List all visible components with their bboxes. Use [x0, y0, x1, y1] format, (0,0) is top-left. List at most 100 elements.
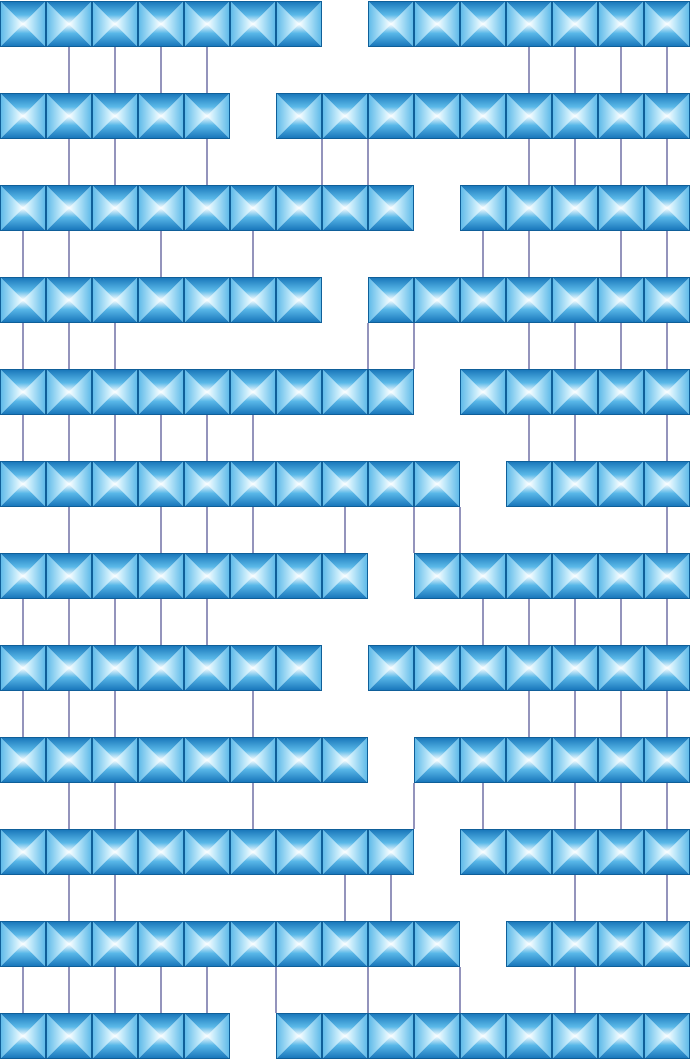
- tile: [184, 185, 230, 231]
- tile: [0, 1013, 46, 1059]
- tile-row: [0, 185, 690, 231]
- tile: [322, 369, 368, 415]
- tile: [552, 1, 598, 47]
- tile: [598, 645, 644, 691]
- tile: [184, 461, 230, 507]
- tile: [184, 921, 230, 967]
- tile: [598, 921, 644, 967]
- tile: [368, 1013, 414, 1059]
- tile: [92, 921, 138, 967]
- tile: [92, 1, 138, 47]
- tile: [414, 461, 460, 507]
- tile: [92, 461, 138, 507]
- tile: [506, 93, 552, 139]
- tile: [0, 461, 46, 507]
- tile: [46, 93, 92, 139]
- tile: [0, 829, 46, 875]
- tile: [138, 1, 184, 47]
- tile: [230, 185, 276, 231]
- tile: [322, 829, 368, 875]
- tile-row: [0, 93, 690, 139]
- tile: [184, 93, 230, 139]
- tile: [460, 93, 506, 139]
- tile: [460, 277, 506, 323]
- tile: [138, 277, 184, 323]
- tile: [644, 1, 690, 47]
- tile: [46, 1013, 92, 1059]
- tile: [322, 185, 368, 231]
- tile: [46, 921, 92, 967]
- tile-row: [0, 921, 690, 967]
- tile: [138, 553, 184, 599]
- tile-row: [0, 1013, 690, 1059]
- tile: [46, 369, 92, 415]
- tile: [506, 277, 552, 323]
- tile-row: [0, 369, 690, 415]
- tile: [0, 553, 46, 599]
- tile: [414, 921, 460, 967]
- tile: [460, 369, 506, 415]
- tile: [368, 461, 414, 507]
- tile: [552, 829, 598, 875]
- tile: [230, 737, 276, 783]
- tile: [276, 1013, 322, 1059]
- tile: [46, 829, 92, 875]
- tile: [598, 1013, 644, 1059]
- tile: [276, 1, 322, 47]
- tile: [276, 829, 322, 875]
- tile: [506, 1, 552, 47]
- tile: [598, 737, 644, 783]
- tile: [368, 369, 414, 415]
- tile: [92, 369, 138, 415]
- tile: [598, 185, 644, 231]
- tile: [322, 553, 368, 599]
- tile: [46, 1, 92, 47]
- tile: [46, 737, 92, 783]
- tile: [276, 185, 322, 231]
- tile: [598, 369, 644, 415]
- tile: [506, 737, 552, 783]
- tile: [460, 1013, 506, 1059]
- tile: [276, 921, 322, 967]
- tile: [598, 277, 644, 323]
- tile: [414, 553, 460, 599]
- tile: [414, 277, 460, 323]
- tile: [368, 829, 414, 875]
- tile: [460, 829, 506, 875]
- tile-row: [0, 553, 690, 599]
- tile: [184, 829, 230, 875]
- tile: [552, 93, 598, 139]
- tile: [0, 93, 46, 139]
- tile: [0, 645, 46, 691]
- tile: [552, 277, 598, 323]
- tile: [506, 185, 552, 231]
- tile: [322, 1013, 368, 1059]
- tile: [414, 1, 460, 47]
- tile: [460, 737, 506, 783]
- tile: [46, 553, 92, 599]
- tile: [276, 93, 322, 139]
- tile: [276, 277, 322, 323]
- tile: [552, 921, 598, 967]
- tile: [276, 645, 322, 691]
- tile: [276, 737, 322, 783]
- tile: [644, 921, 690, 967]
- tile: [552, 1013, 598, 1059]
- tile-row: [0, 737, 690, 783]
- tile: [552, 185, 598, 231]
- tile: [460, 1, 506, 47]
- tile: [506, 1013, 552, 1059]
- tile: [92, 645, 138, 691]
- tile: [276, 553, 322, 599]
- tile: [368, 277, 414, 323]
- tile: [230, 921, 276, 967]
- tile: [644, 829, 690, 875]
- tile: [552, 553, 598, 599]
- tile: [138, 461, 184, 507]
- tile: [92, 1013, 138, 1059]
- tile: [0, 737, 46, 783]
- tile: [552, 369, 598, 415]
- tile: [598, 93, 644, 139]
- tile: [506, 553, 552, 599]
- tile: [414, 737, 460, 783]
